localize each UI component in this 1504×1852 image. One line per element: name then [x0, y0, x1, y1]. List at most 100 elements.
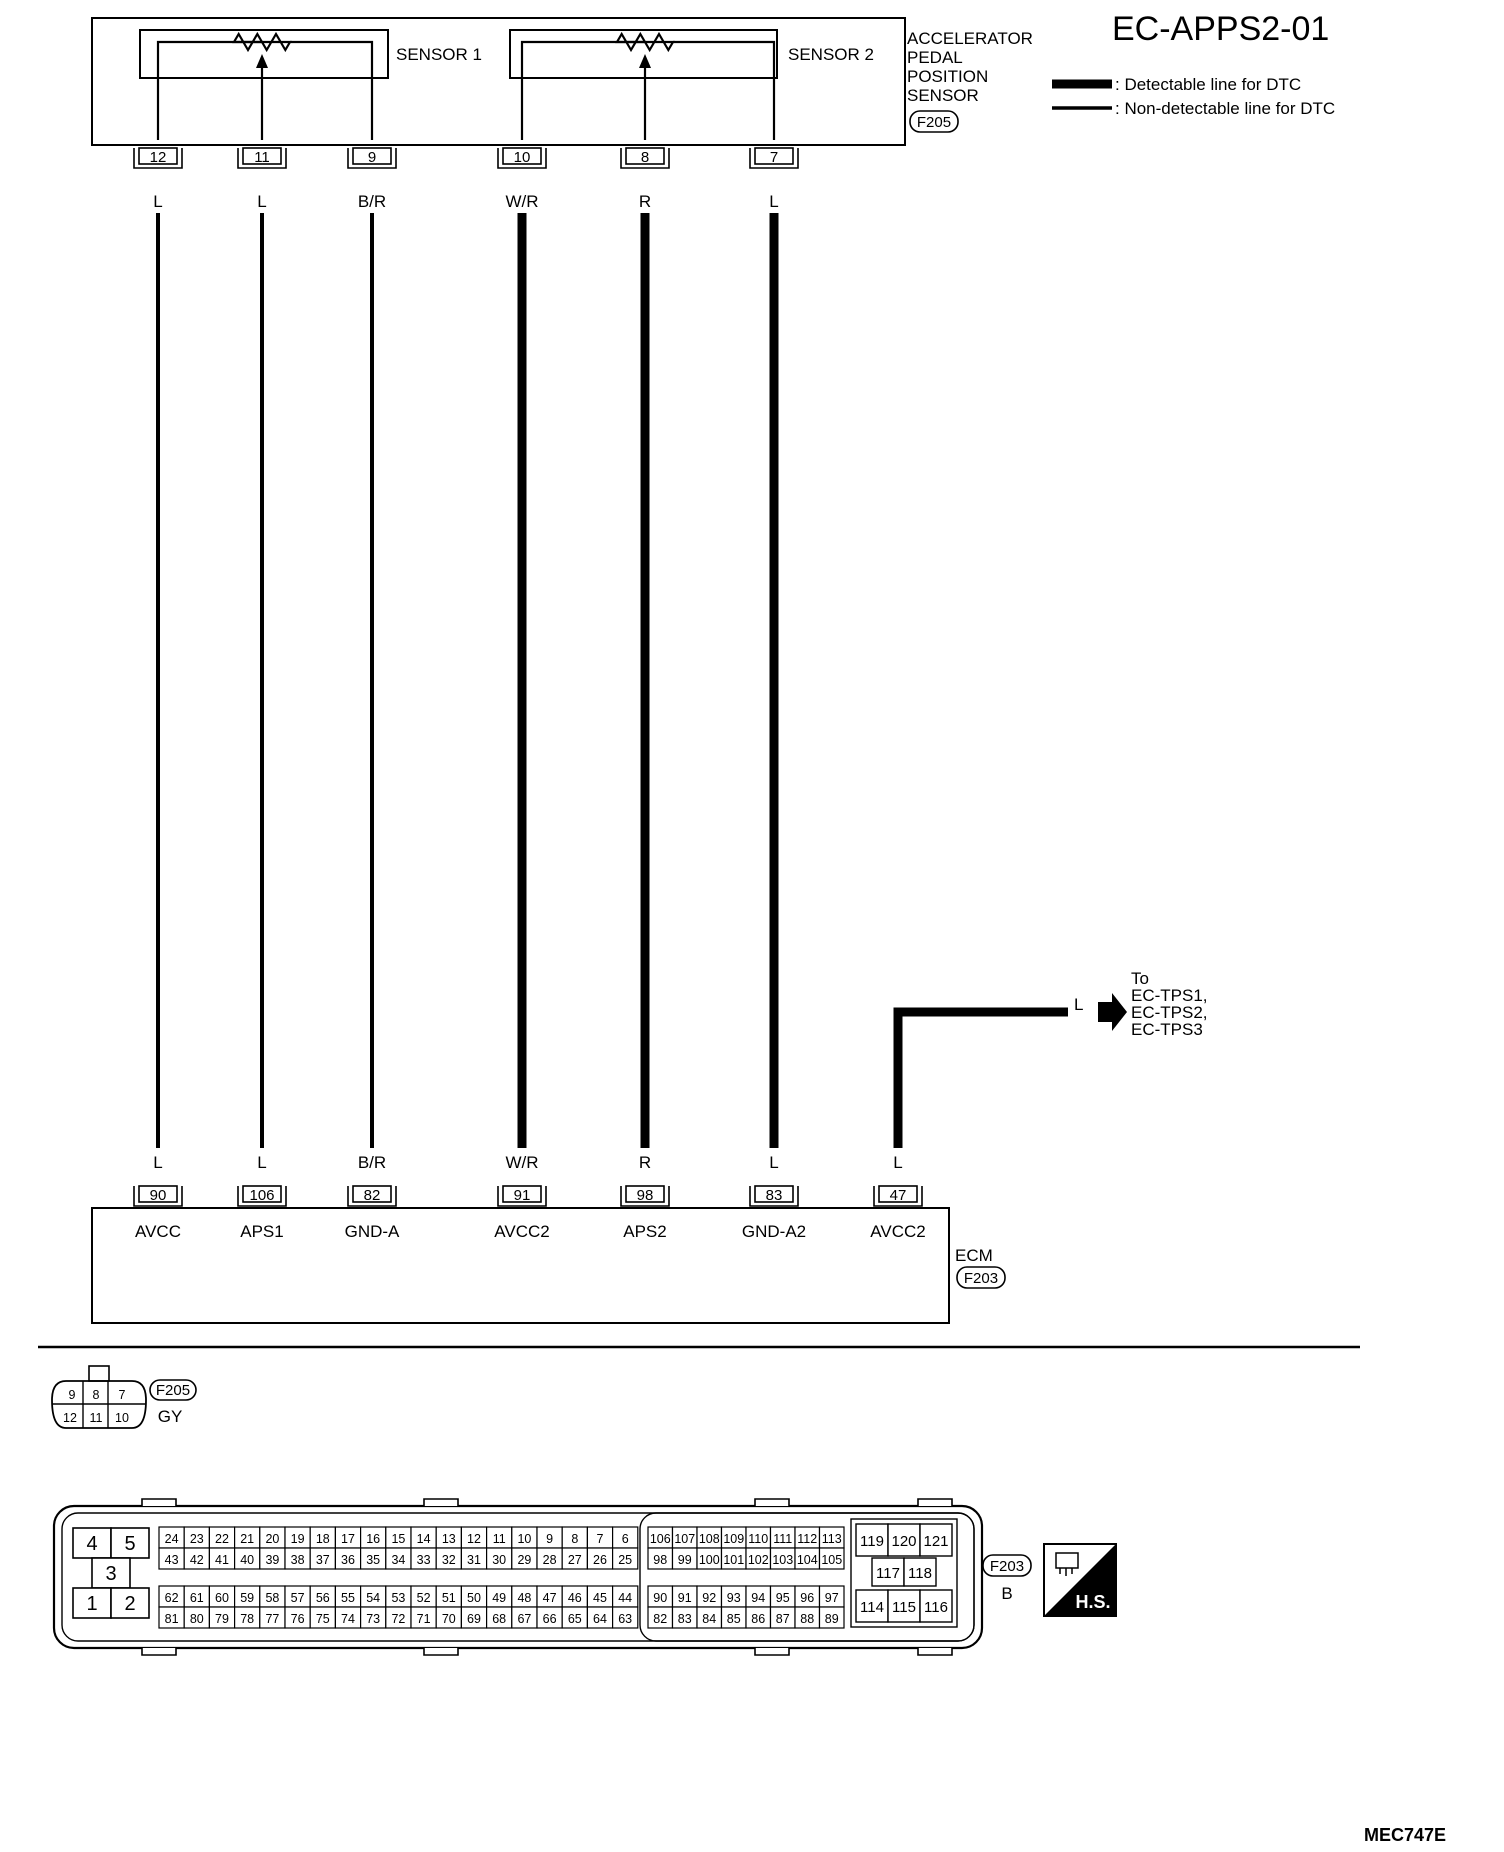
wire-color-bottom: L [769, 1153, 778, 1172]
f203-pin: 96 [800, 1591, 814, 1605]
ecm-pin-label: 98 [637, 1187, 654, 1204]
f203-pin: 90 [653, 1591, 667, 1605]
f203-pin: 11 [493, 1532, 506, 1546]
f203-power-pin: 2 [124, 1593, 135, 1615]
sensor1-box [139, 29, 389, 79]
f203-pin: 110 [748, 1532, 768, 1546]
branch-wire-line [893, 1007, 1068, 1148]
f203-pin: 53 [391, 1591, 405, 1605]
legend-detectable: : Detectable line for DTC [1115, 75, 1301, 94]
wire-color-top: W/R [505, 192, 538, 211]
f203-latch [423, 1648, 459, 1656]
f203-power-pin: 5 [124, 1533, 135, 1555]
f203-pin: 19 [291, 1532, 305, 1546]
wire-color-bottom: W/R [505, 1153, 538, 1172]
f203-pin: 120 [891, 1533, 916, 1550]
f203-power-pin: 4 [86, 1533, 97, 1555]
f203-pin: 50 [467, 1591, 481, 1605]
f203-pin: 47 [543, 1591, 557, 1605]
sensor-pin-label: 10 [514, 149, 531, 166]
f203-pin: 68 [492, 1612, 506, 1626]
ecm-terminal-label: AVCC [135, 1222, 181, 1241]
f203-pin: 67 [517, 1612, 531, 1626]
f205-pin: 8 [93, 1388, 100, 1402]
f205-pin: 7 [119, 1388, 126, 1402]
f203-face-color: B [1001, 1584, 1012, 1603]
f203-latch [141, 1648, 177, 1656]
f203-pin: 94 [751, 1591, 765, 1605]
f203-pin: 119 [860, 1533, 884, 1550]
sensor-pin-label: 7 [770, 149, 778, 166]
wire-color-bottom: L [893, 1153, 902, 1172]
sensor-internal-circuits [156, 31, 776, 140]
f203-pin: 22 [215, 1532, 229, 1546]
f203-pin: 36 [341, 1553, 355, 1567]
f203-pin: 61 [190, 1591, 204, 1605]
ecm-connector-label: F203 [964, 1270, 998, 1287]
f203-pin: 30 [492, 1553, 506, 1567]
sensor2-circuit [520, 31, 776, 140]
branch-color: L [1074, 995, 1083, 1014]
f203-pin: 20 [265, 1532, 279, 1546]
f203-pin: 8 [571, 1532, 578, 1546]
wire-color-top: B/R [358, 192, 386, 211]
ecm-pin-label: 82 [364, 1187, 381, 1204]
f203-face-badge [982, 1554, 1032, 1577]
branch-arrow-icon [1098, 993, 1127, 1031]
ecm-pin-label: 91 [514, 1187, 531, 1204]
f203-pin: 78 [240, 1612, 254, 1626]
sensor2-label: SENSOR 2 [788, 45, 874, 64]
f203-pin: 44 [618, 1591, 632, 1605]
legend-non-detectable: : Non-detectable line for DTC [1115, 99, 1335, 118]
f203-pin: 118 [908, 1565, 932, 1582]
f203-pin: 79 [215, 1612, 229, 1626]
f203-pin: 82 [653, 1612, 667, 1626]
f203-pin: 117 [876, 1565, 900, 1582]
f203-pin: 10 [517, 1532, 531, 1546]
f203-pin: 87 [776, 1612, 790, 1626]
f205-pin: 12 [63, 1411, 77, 1425]
f203-pin: 103 [772, 1553, 793, 1567]
f203-pin: 115 [892, 1599, 916, 1616]
f203-pin: 69 [467, 1612, 481, 1626]
f203-pin: 7 [597, 1532, 604, 1546]
f203-pin: 15 [391, 1532, 405, 1546]
f203-pin: 31 [467, 1553, 481, 1567]
sensor-pin-label: 12 [150, 149, 167, 166]
f203-pin: 74 [341, 1612, 355, 1626]
f203-pin: 14 [417, 1532, 431, 1546]
sensor1-circuit [156, 31, 374, 140]
f203-pin: 9 [546, 1532, 553, 1546]
f203-pin: 51 [442, 1591, 456, 1605]
to-line-2: EC-TPS1, [1131, 986, 1208, 1005]
f203-pin: 41 [215, 1553, 229, 1567]
f203-pin: 43 [165, 1553, 179, 1567]
wire-color-top: R [639, 192, 651, 211]
f203-pin: 62 [165, 1591, 179, 1605]
f203-pin: 18 [316, 1532, 330, 1546]
wire-color-bottom: B/R [358, 1153, 386, 1172]
f203-pin: 91 [678, 1591, 692, 1605]
ecm-terminal-label: GND-A [345, 1222, 400, 1241]
f203-pin: 21 [240, 1532, 254, 1546]
f203-pin: 33 [417, 1553, 431, 1567]
f203-pin: 49 [492, 1591, 506, 1605]
f203-pin: 52 [417, 1591, 431, 1605]
f203-pin: 45 [593, 1591, 607, 1605]
ecm-terminal-label: APS2 [623, 1222, 666, 1241]
f203-latch [754, 1498, 790, 1506]
f203-pin: 80 [190, 1612, 204, 1626]
f203-pin: 83 [678, 1612, 692, 1626]
ecm-connector-badge [956, 1266, 1006, 1289]
sensor-pin-label: 9 [368, 149, 376, 166]
f203-pin: 55 [341, 1591, 355, 1605]
f203-pin: 56 [316, 1591, 330, 1605]
f203-pin: 63 [618, 1612, 632, 1626]
f205-pin: 11 [90, 1411, 103, 1425]
ecm-pin-label: 90 [150, 1187, 167, 1204]
f203-pin: 101 [723, 1553, 744, 1567]
